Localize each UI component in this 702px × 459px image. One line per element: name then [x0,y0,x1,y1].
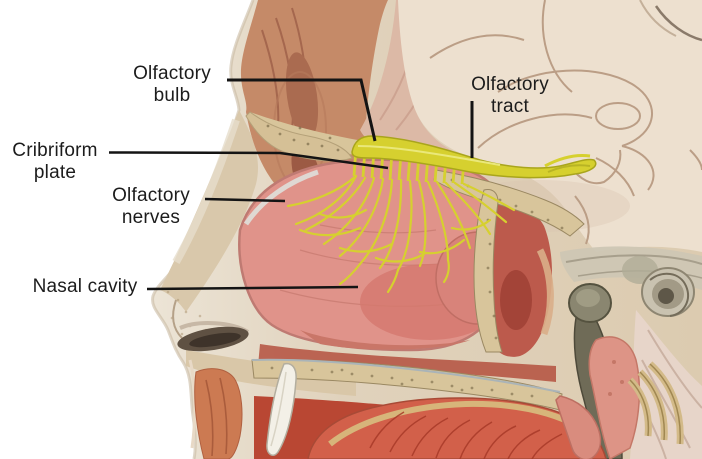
jaw-ear-region [560,246,702,459]
olfactory-bulb-structure [351,135,597,179]
leader-line-olfactory-nerves [204,197,286,203]
label-olfactory-nerves: Olfactory nerves [112,185,190,228]
label-olfactory-tract: Olfactory tract [471,74,549,117]
leader-line-cribriform-plate [108,151,389,170]
mouth-region [251,358,607,459]
nasal-cavity-region [238,158,556,382]
label-olfactory-bulb: Olfactory bulb [133,63,211,106]
olfactory-tract-structure [544,154,591,168]
incisor-tooth [266,362,297,456]
leader-line-olfactory-bulb [227,78,377,142]
leader-line-nasal-cavity [146,285,359,291]
leader-lines [108,78,474,291]
soft-palate [555,395,602,459]
olfactory-structures [286,135,597,294]
label-cribriform-plate: Cribriform plate [12,140,98,183]
olfactory-nerves-fan [286,174,516,294]
lips-region [177,321,250,459]
label-nasal-cavity: Nasal cavity [32,276,138,297]
